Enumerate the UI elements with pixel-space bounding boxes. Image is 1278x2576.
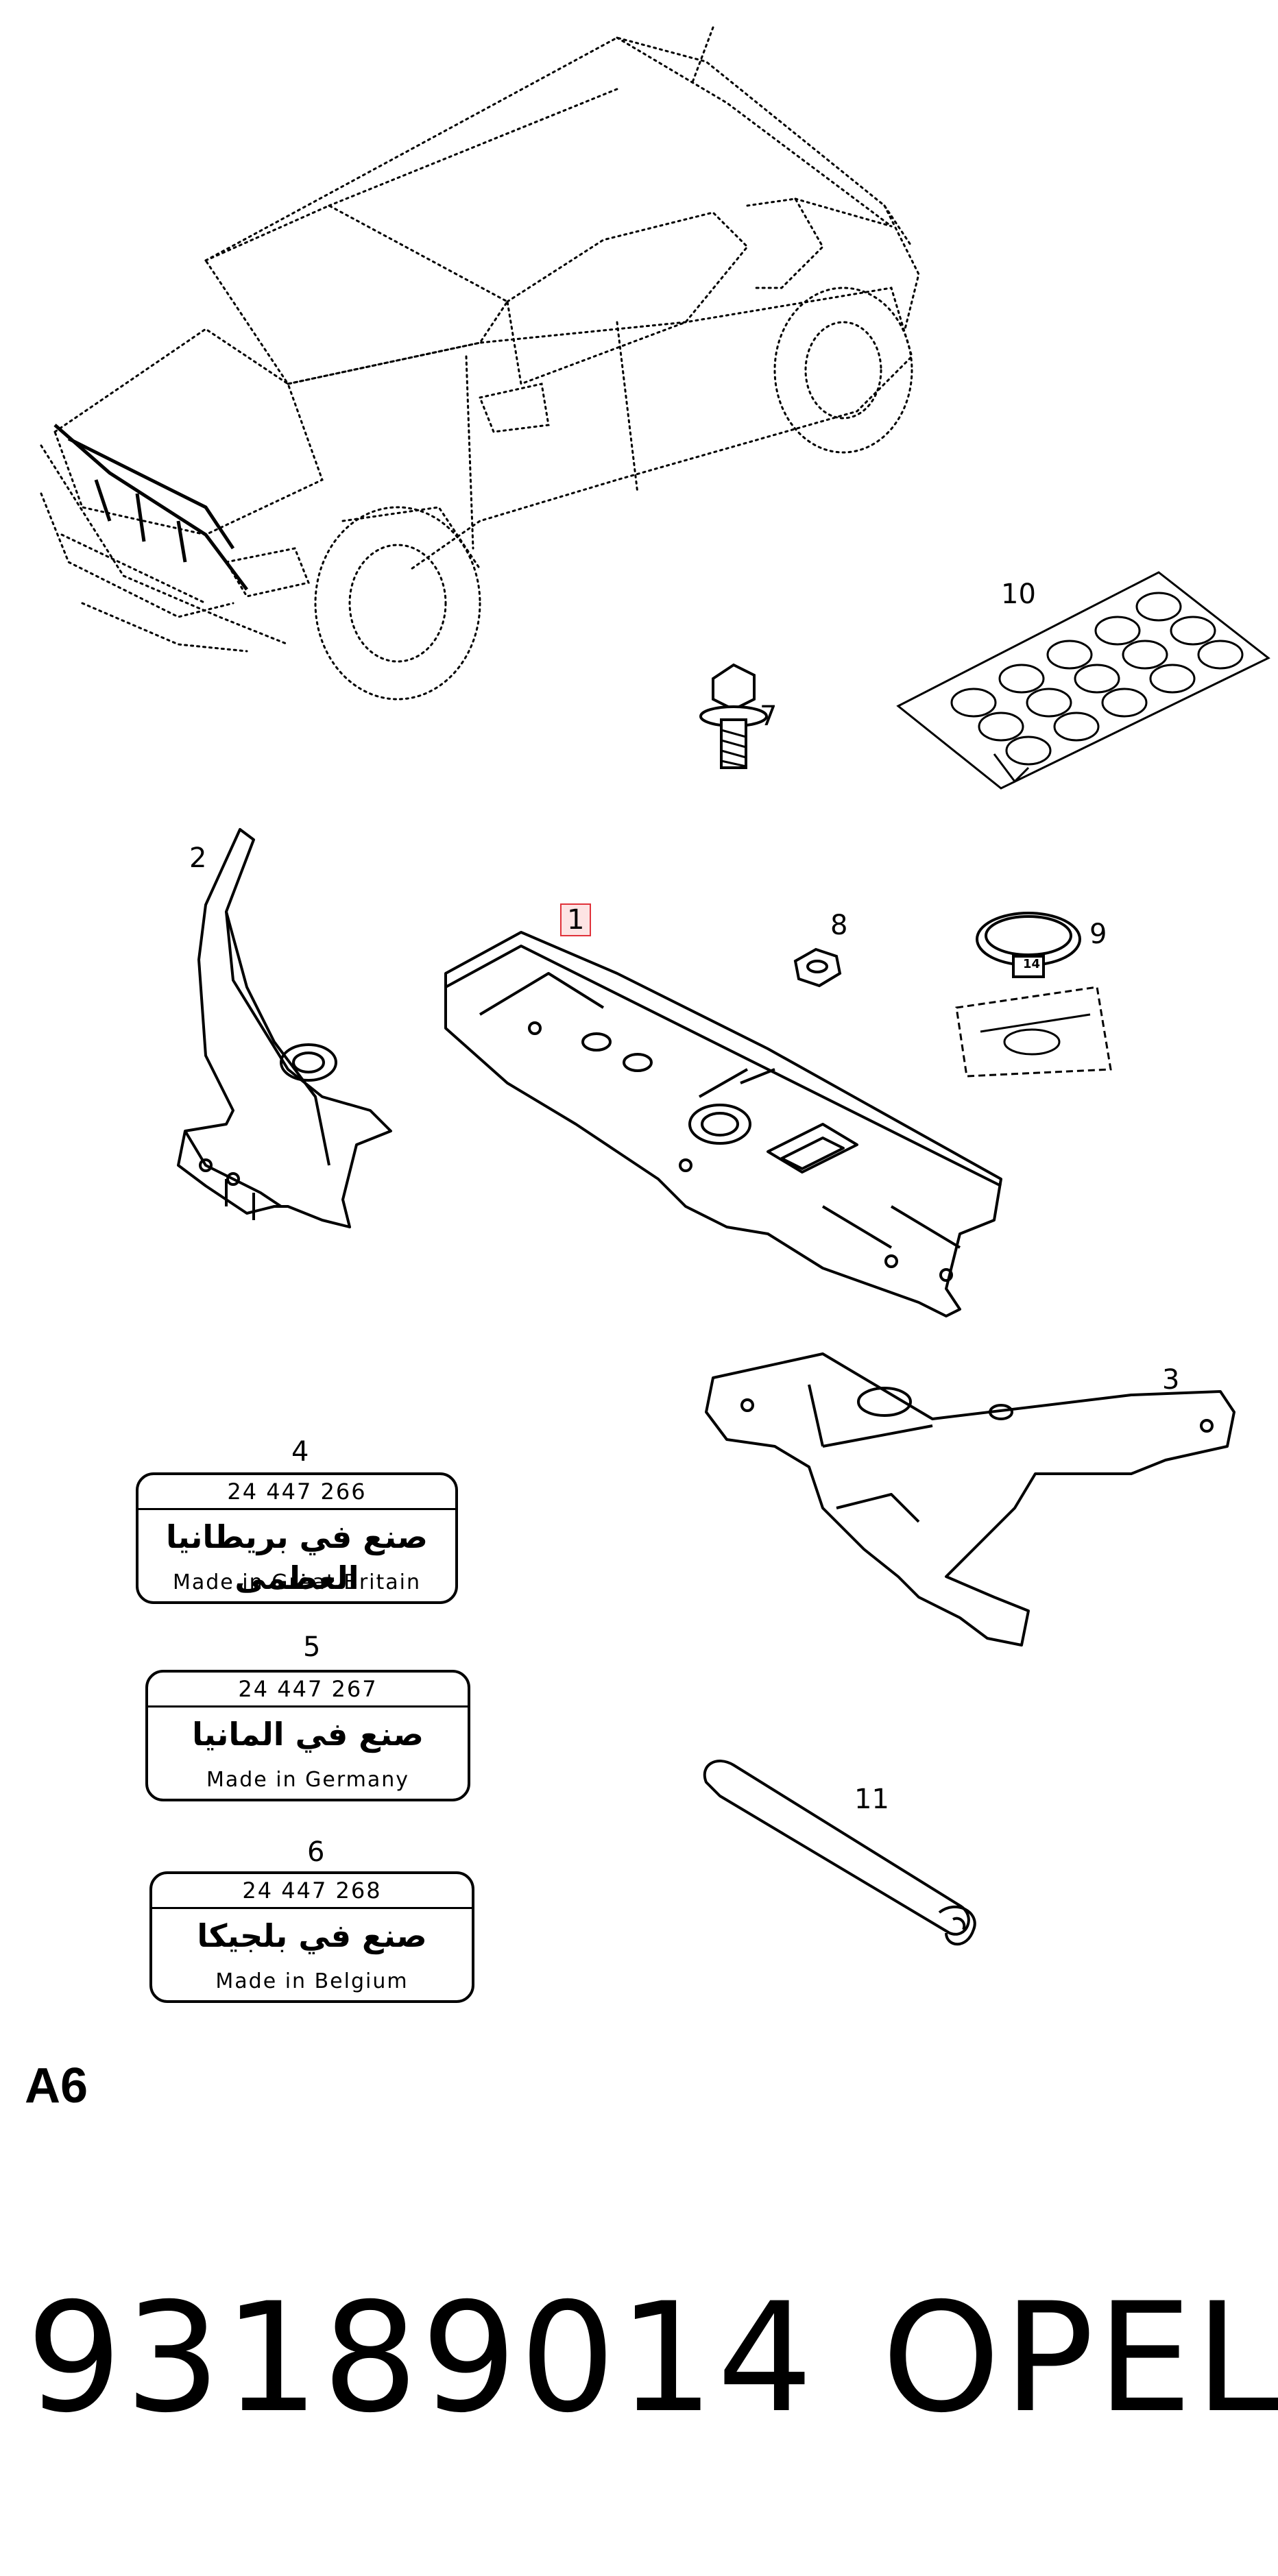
label-part-number: 24 447 266 xyxy=(138,1475,455,1510)
label-part-number: 24 447 268 xyxy=(152,1874,472,1909)
callout-11: 11 xyxy=(854,1784,889,1815)
part-11-edge-strip xyxy=(703,1760,976,1946)
part-8-nut xyxy=(793,947,842,988)
car-outline xyxy=(40,26,920,701)
callout-2: 2 xyxy=(189,842,207,874)
callout-5: 5 xyxy=(303,1631,321,1663)
brand-name: OPEL xyxy=(882,2270,1278,2446)
label-made-in-text: Made in Belgium xyxy=(215,1969,409,1993)
callout-4: 4 xyxy=(291,1436,309,1468)
label-part-number: 24 447 267 xyxy=(148,1673,468,1708)
part-number: 93189014 xyxy=(26,2270,816,2446)
label-made-in-text: Made in Germany xyxy=(206,1768,410,1792)
plug-mounting-plate xyxy=(955,986,1112,1078)
car-front-structure-highlight xyxy=(53,424,248,591)
callout-8: 8 xyxy=(830,910,848,941)
part-2-left-bracket xyxy=(177,828,392,1228)
label-arabic-text: صنع في بريطانيا العظمى xyxy=(166,1518,428,1596)
origin-label-germany: 24 447 267 صنع في المانيا Made in German… xyxy=(145,1670,470,1801)
callout-10: 10 xyxy=(1001,579,1036,610)
origin-label-belgium: 24 447 268 صنع في بلجيكا Made in Belgium xyxy=(149,1871,474,2003)
label-made-in-text: Made in Great Britain xyxy=(173,1570,421,1594)
callout-7: 7 xyxy=(760,701,777,732)
section-code: A6 xyxy=(25,2058,88,2113)
origin-label-great-britain: 24 447 266 صنع في بريطانيا العظمى Made i… xyxy=(136,1472,458,1604)
part-9-plug xyxy=(955,912,1112,1078)
part-10-dot-sheet xyxy=(896,571,1270,790)
callout-3: 3 xyxy=(1162,1364,1180,1396)
label-arabic-text: صنع في المانيا xyxy=(192,1716,424,1753)
part-3-right-bracket xyxy=(705,1352,1235,1647)
callout-9: 9 xyxy=(1089,919,1107,950)
part-7-bolt xyxy=(699,663,768,769)
part-1-front-support-panel xyxy=(444,931,1002,1317)
plug-marking: 14 xyxy=(1023,957,1041,971)
label-arabic-text: صنع في بلجيكا xyxy=(197,1917,427,1954)
callout-6: 6 xyxy=(307,1836,325,1868)
callout-1: 1 xyxy=(560,903,592,936)
